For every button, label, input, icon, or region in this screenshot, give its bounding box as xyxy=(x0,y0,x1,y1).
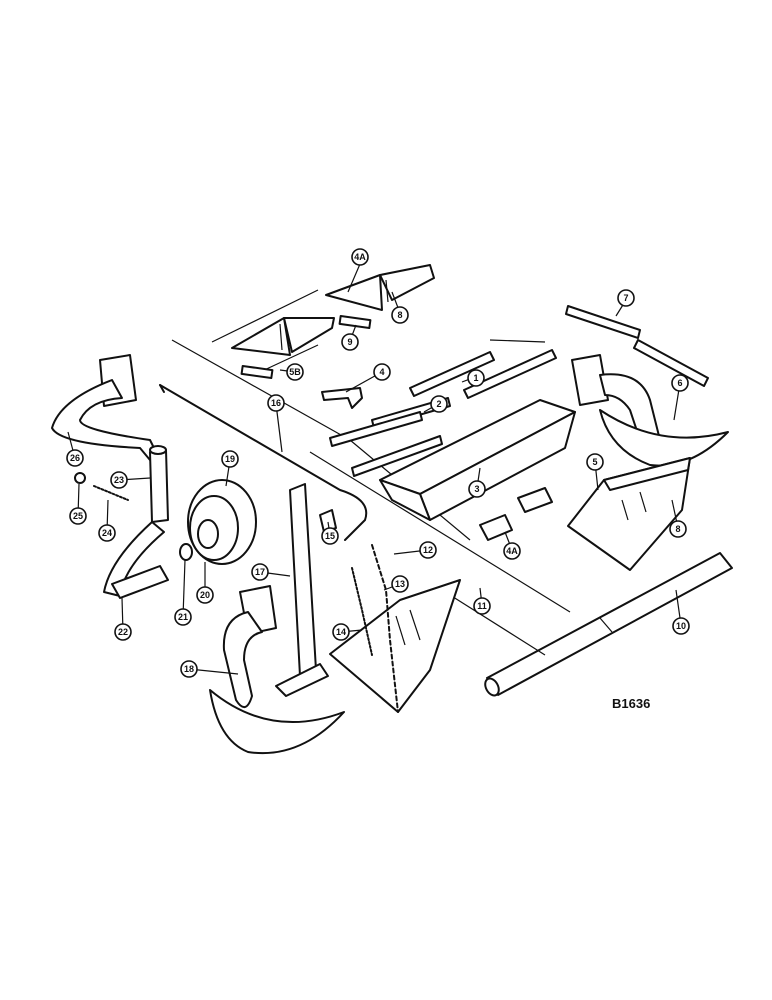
upper-bars xyxy=(565,305,709,387)
svg-text:21: 21 xyxy=(178,612,188,622)
svg-text:26: 26 xyxy=(70,453,80,463)
callout-14[interactable]: 14 xyxy=(332,623,350,641)
svg-text:1: 1 xyxy=(473,373,478,383)
callout-24[interactable]: 24 xyxy=(98,524,116,542)
callout-19[interactable]: 19 xyxy=(221,450,239,468)
callout-10[interactable]: 10 xyxy=(672,617,690,635)
callout-25[interactable]: 25 xyxy=(69,507,87,525)
svg-text:20: 20 xyxy=(200,590,210,600)
right-skid xyxy=(571,354,729,467)
rails-and-strips xyxy=(321,349,557,477)
callout-5[interactable]: 5 xyxy=(586,453,604,471)
svg-text:24: 24 xyxy=(102,528,112,538)
callout-18[interactable]: 18 xyxy=(180,660,198,678)
callout-16[interactable]: 16 xyxy=(267,394,285,412)
blocks xyxy=(479,487,553,541)
left-skid xyxy=(209,585,345,755)
svg-text:15: 15 xyxy=(325,531,335,541)
callout-3[interactable]: 3 xyxy=(468,480,486,498)
svg-text:3: 3 xyxy=(474,484,479,494)
callout-4A[interactable]: 4A xyxy=(503,542,521,560)
tube xyxy=(484,552,733,697)
callout-20[interactable]: 20 xyxy=(196,586,214,604)
svg-text:4A: 4A xyxy=(506,546,518,556)
svg-text:10: 10 xyxy=(676,621,686,631)
svg-text:23: 23 xyxy=(114,475,124,485)
callout-22[interactable]: 22 xyxy=(114,623,132,641)
callout-5A[interactable]: 4A xyxy=(351,248,369,266)
svg-text:18: 18 xyxy=(184,664,194,674)
trough xyxy=(379,399,576,521)
svg-text:8: 8 xyxy=(675,524,680,534)
callout-13[interactable]: 13 xyxy=(391,575,409,593)
pulley xyxy=(179,479,257,565)
callout-8-top[interactable]: 8 xyxy=(391,306,409,324)
svg-text:9: 9 xyxy=(347,337,352,347)
callout-8-right[interactable]: 8 xyxy=(669,520,687,538)
callout-2[interactable]: 2 xyxy=(430,395,448,413)
callout-12[interactable]: 12 xyxy=(419,541,437,559)
figure-id: B1636 xyxy=(612,696,650,711)
callout-5B[interactable]: 5B xyxy=(286,363,304,381)
callout-11[interactable]: 11 xyxy=(473,597,491,615)
svg-text:14: 14 xyxy=(336,627,346,637)
svg-text:5: 5 xyxy=(592,457,597,467)
svg-text:4: 4 xyxy=(379,367,384,377)
svg-text:12: 12 xyxy=(423,545,433,555)
svg-text:25: 25 xyxy=(73,511,83,521)
callout-17[interactable]: 17 xyxy=(251,563,269,581)
svg-text:19: 19 xyxy=(225,454,235,464)
svg-text:6: 6 xyxy=(677,378,682,388)
left-crank xyxy=(51,354,169,599)
chain-and-plate xyxy=(329,544,461,713)
callout-23[interactable]: 23 xyxy=(110,471,128,489)
svg-text:8: 8 xyxy=(397,310,402,320)
upright-post xyxy=(275,483,337,697)
callout-1[interactable]: 1 xyxy=(467,369,485,387)
svg-text:4A: 4A xyxy=(354,252,366,262)
svg-text:11: 11 xyxy=(477,601,487,611)
callout-6[interactable]: 6 xyxy=(671,374,689,392)
svg-text:17: 17 xyxy=(255,567,265,577)
upper-brackets xyxy=(231,264,435,380)
callout-15[interactable]: 15 xyxy=(321,527,339,545)
long-rod xyxy=(159,384,368,541)
svg-text:7: 7 xyxy=(623,293,628,303)
rod-line xyxy=(449,594,546,656)
callout-9[interactable]: 9 xyxy=(341,333,359,351)
callout-26[interactable]: 26 xyxy=(66,449,84,467)
svg-text:22: 22 xyxy=(118,627,128,637)
right-plate xyxy=(567,457,691,571)
svg-text:16: 16 xyxy=(271,398,281,408)
callout-7[interactable]: 7 xyxy=(617,289,635,307)
callout-21[interactable]: 21 xyxy=(174,608,192,626)
callout-4[interactable]: 4 xyxy=(373,363,391,381)
svg-text:13: 13 xyxy=(395,579,405,589)
svg-text:2: 2 xyxy=(436,399,441,409)
svg-text:5B: 5B xyxy=(289,367,301,377)
